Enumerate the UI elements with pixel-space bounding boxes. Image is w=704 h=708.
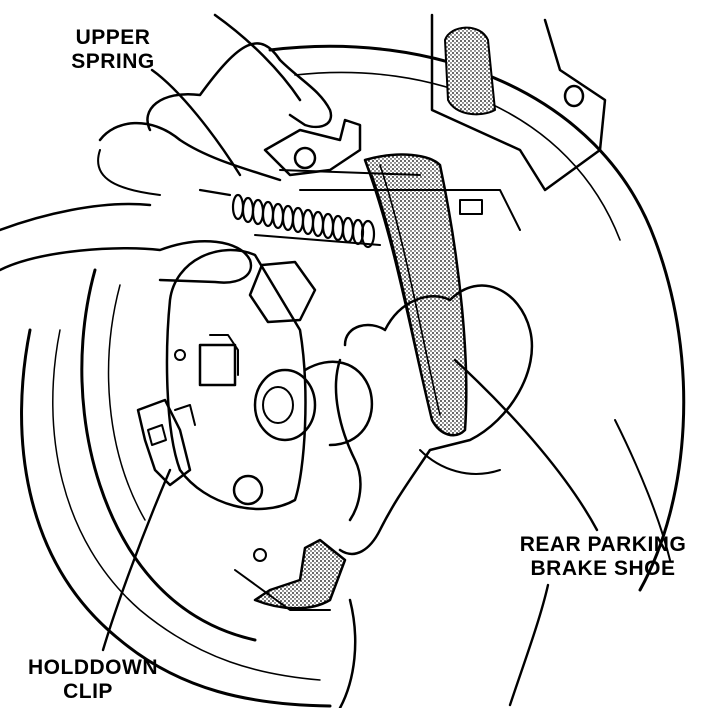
backing-plate-left-arc: [20, 328, 332, 708]
holddown-clip-label: HOLDDOWN CLIP: [28, 656, 158, 704]
anchor-bracket: [263, 118, 362, 177]
upper-hand: [146, 42, 333, 132]
parking-brake-shoe-label-line2: BRAKE SHOE: [530, 557, 676, 580]
parking-brake-shoe-label: REAR PARKING BRAKE SHOE: [508, 533, 698, 581]
wheel-cylinder: [253, 368, 317, 442]
upper-spring-leader: [150, 68, 242, 177]
mounting-boss-hole: [563, 84, 585, 108]
holddown-clip: [136, 398, 192, 487]
left-hand: [0, 240, 253, 284]
holddown-clip-leader: [101, 468, 172, 652]
mounting-boss-shading: [444, 26, 496, 116]
mounting-boss: [430, 13, 607, 192]
hub-bolt: [232, 474, 264, 506]
parking-brake-shoe: [363, 153, 468, 437]
holddown-clip-label-line2: CLIP: [63, 680, 113, 703]
lower-brake-shoe: [253, 538, 347, 610]
upper-spring-label-line1: UPPER: [75, 26, 151, 49]
upper-spring-coils: [198, 188, 376, 249]
axle-flange: [165, 248, 307, 511]
hex-nut: [248, 260, 317, 324]
parking-brake-shoe-label-line1: REAR PARKING: [519, 533, 687, 556]
holddown-clip-label-line1: HOLDDOWN: [28, 656, 158, 679]
upper-spring-label: UPPER SPRING: [58, 26, 168, 74]
right-hand: [338, 284, 534, 556]
brake-shoe-leader: [453, 358, 599, 532]
adjuster-block: [198, 343, 237, 387]
upper-spring-label-line2: SPRING: [71, 50, 155, 73]
backing-plate-outer-arc: [268, 44, 686, 592]
